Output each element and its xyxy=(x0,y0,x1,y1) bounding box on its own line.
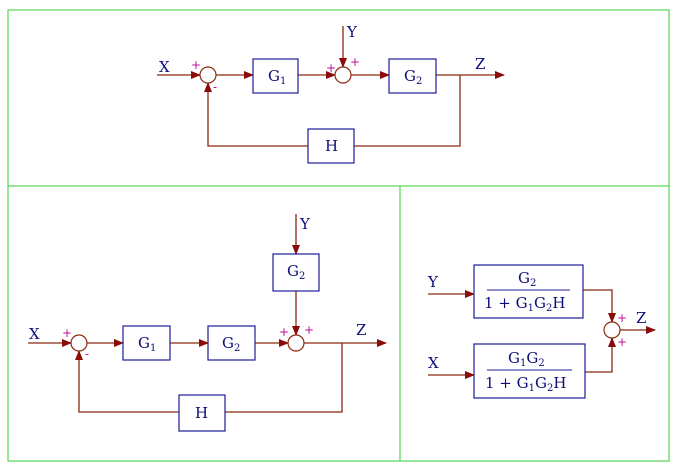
top-sum1-plus-sign: + xyxy=(191,58,201,72)
bl-feedback-wire-a xyxy=(225,343,343,413)
panel-frames xyxy=(7,9,670,462)
bl-output-label: Z xyxy=(356,321,366,339)
bl-input-label: X xyxy=(29,325,40,343)
top-block-h xyxy=(307,128,355,164)
bl-sum1-minus-sign: - xyxy=(85,347,89,361)
br-block-tf-x xyxy=(473,343,586,399)
top-g2-label: G2 xyxy=(404,67,422,87)
br-sum-top-sign: + xyxy=(617,311,627,325)
bottom-left-panel: X Z Y G1 G2 G2 H + - + + xyxy=(28,214,387,432)
bl-sum1-plus-sign: + xyxy=(62,326,72,340)
br-input-y-label: Y xyxy=(427,273,439,291)
br-tfy-to-sum-wire xyxy=(583,289,616,323)
top-sum2-top-sign: + xyxy=(350,55,360,69)
top-feedback-wire-a xyxy=(354,75,461,147)
top-input-label: X xyxy=(159,58,170,76)
br-tf-y-denominator: 1 + G1G2H xyxy=(484,294,565,314)
bl-disturbance-label: Y xyxy=(299,215,311,233)
bl-block-h xyxy=(178,394,226,432)
br-tf-x-numerator: G1G2 xyxy=(508,349,545,369)
bl-summing-junction-2 xyxy=(287,334,305,352)
bl-sum2-top-sign: + xyxy=(304,323,314,337)
bl-g2-top-label: G2 xyxy=(287,262,305,282)
br-summing-junction xyxy=(603,321,621,339)
top-block-g2 xyxy=(388,58,437,94)
top-summing-junction-1 xyxy=(199,66,217,84)
bl-g1-label: G1 xyxy=(138,334,156,354)
top-h-label: H xyxy=(325,137,338,155)
bottom-right-panel-frame xyxy=(399,185,670,462)
br-tfx-to-sum-wire xyxy=(585,337,616,373)
top-panel: X Z Y G1 G2 H + - + + xyxy=(157,23,505,164)
bl-feedback-wire-b xyxy=(75,350,179,413)
bl-block-g2 xyxy=(207,325,256,361)
bl-block-g1 xyxy=(122,325,171,361)
br-sum-bottom-sign: + xyxy=(617,335,627,349)
bl-sum2-left-sign: + xyxy=(279,325,289,339)
top-feedback-wire-b xyxy=(204,82,308,147)
top-g1-label: G1 xyxy=(268,67,286,87)
br-tf-y-numerator: G2 xyxy=(518,269,536,289)
bl-g2-label: G2 xyxy=(222,334,240,354)
bl-block-g2-top xyxy=(272,253,320,292)
br-block-tf-y xyxy=(473,264,584,319)
top-sum2-left-sign: + xyxy=(326,61,336,75)
br-output-label: Z xyxy=(636,309,646,327)
bottom-right-panel: Y X Z G2 1 + G1G2H G1G2 1 + G1G2H + + xyxy=(427,264,656,399)
br-tf-x-denominator: 1 + G1G2H xyxy=(485,374,566,394)
bl-h-label: H xyxy=(195,404,208,422)
top-sum1-minus-sign: - xyxy=(213,80,217,94)
top-output-label: Z xyxy=(475,55,485,73)
top-block-g1 xyxy=(252,58,299,94)
bl-summing-junction-1 xyxy=(70,334,88,352)
top-disturbance-label: Y xyxy=(346,23,358,41)
br-input-x-label: X xyxy=(428,354,439,372)
top-summing-junction-2 xyxy=(334,66,352,84)
